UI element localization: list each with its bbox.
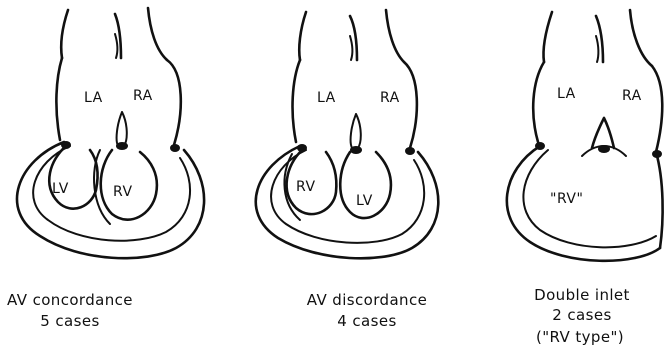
label-ra: RA (380, 90, 400, 106)
caption-line-3: ("RV type") (536, 328, 624, 346)
label-lv: LV (52, 181, 69, 197)
heart-outline (17, 8, 204, 258)
label-la: LA (557, 86, 576, 102)
heart-outline (507, 10, 663, 261)
caption-line-2: 4 cases (337, 312, 396, 330)
heart-outline (256, 10, 439, 258)
label-lv: LV (356, 193, 373, 209)
panel-double-inlet: LA RA "RV" Double inlet 2 cases ("RV typ… (507, 10, 663, 346)
caption-line-1: AV discordance (307, 291, 427, 309)
panel-av-discordance: LA RA RV LV AV discordance 4 cases (256, 10, 439, 330)
caption-line-1: Double inlet (534, 286, 630, 304)
caption-line-2: 2 cases (552, 306, 611, 324)
caption-line-2: 5 cases (40, 312, 99, 330)
label-ra: RA (622, 88, 642, 104)
label-rv: RV (296, 179, 316, 195)
label-rv-single: "RV" (550, 191, 583, 207)
label-rv: RV (113, 184, 133, 200)
label-ra: RA (133, 88, 153, 104)
caption-line-1: AV concordance (7, 291, 133, 309)
panel-av-concordance: LA RA LV RV AV concordance 5 cases (7, 8, 204, 330)
label-la: LA (84, 90, 103, 106)
label-la: LA (317, 90, 336, 106)
